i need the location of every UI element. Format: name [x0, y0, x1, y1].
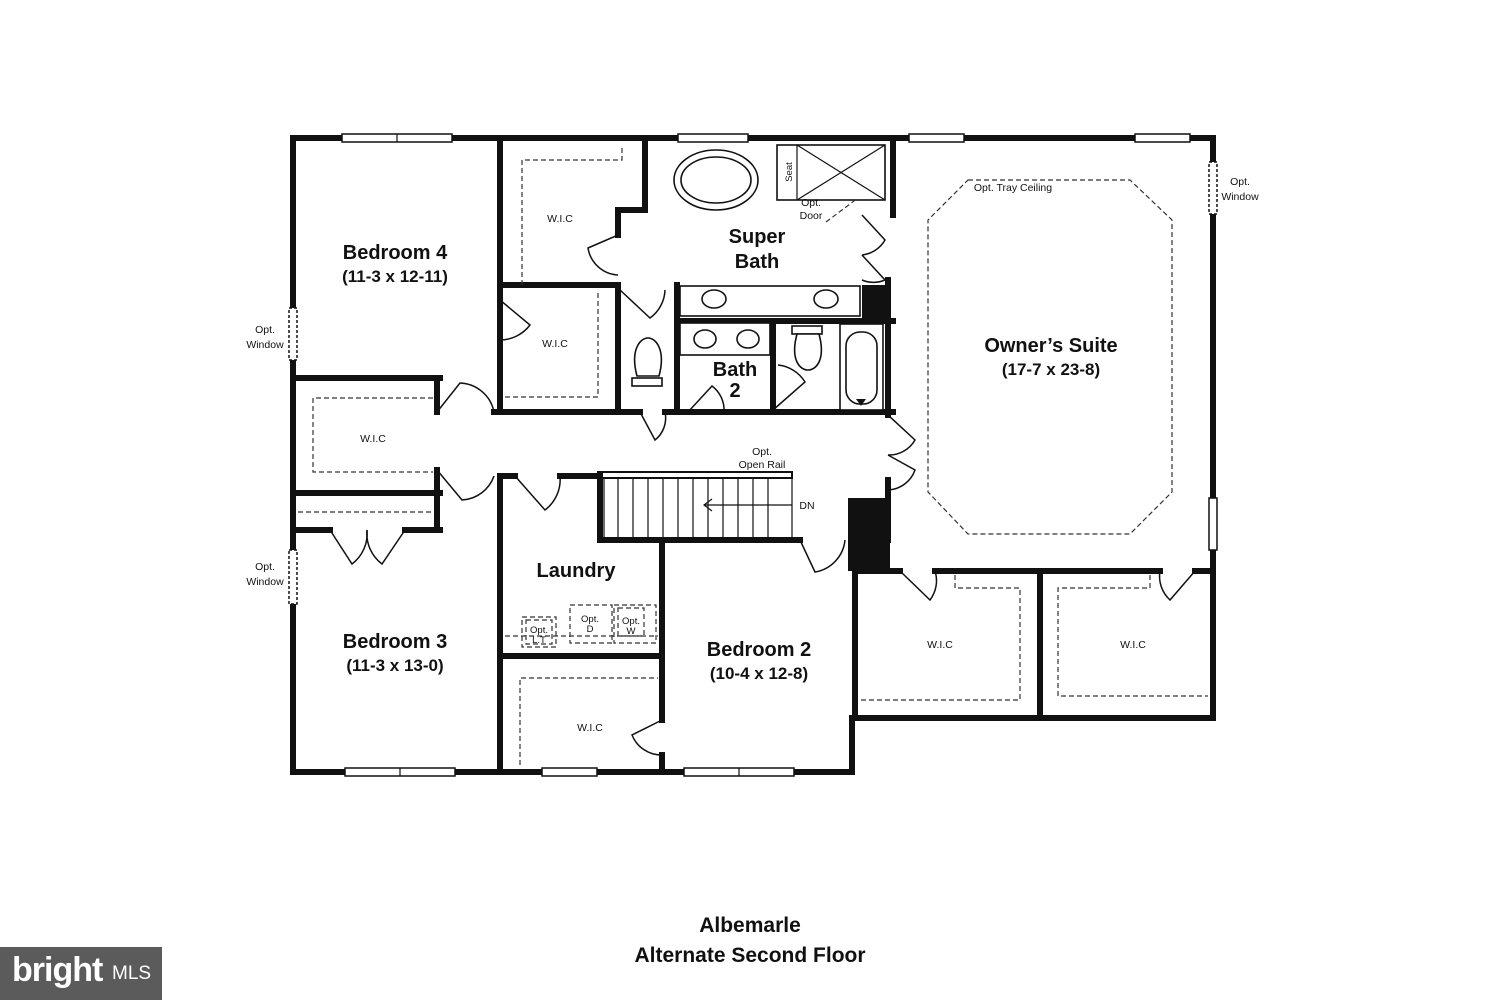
- owners-suite-name: Owner’s Suite: [984, 335, 1117, 357]
- wic-label: W.I.C: [360, 433, 386, 445]
- opt-label: Opt.: [530, 625, 548, 636]
- opt-label: Opt.: [1230, 176, 1250, 188]
- wic-label: W.I.C: [1120, 639, 1146, 651]
- bath2-line1: Bath: [713, 359, 757, 381]
- window-label: Window: [1221, 191, 1259, 203]
- wic-label: W.I.C: [927, 639, 953, 651]
- open-rail-label: Open Rail: [739, 459, 786, 471]
- closet-shelving: [298, 145, 1208, 765]
- seat-label: Seat: [784, 162, 795, 182]
- super-bath-line1: Super: [729, 226, 786, 248]
- interior-walls: [290, 135, 1216, 775]
- opt-label: Opt.: [752, 446, 772, 458]
- bath2-line2: 2: [729, 380, 740, 402]
- wic-label: W.I.C: [542, 338, 568, 350]
- opt-label: Opt.: [581, 614, 599, 625]
- tray-ceiling-outline: [927, 179, 1173, 535]
- window-label: Window: [246, 576, 284, 588]
- laundry-appliances: [521, 604, 657, 648]
- doors: [329, 214, 1196, 756]
- tray-ceiling-label: Opt. Tray Ceiling: [974, 182, 1052, 194]
- owners-suite-dims: (17-7 x 23-8): [1002, 360, 1100, 379]
- bedroom3-dims: (11-3 x 13-0): [346, 656, 443, 675]
- bedroom4-name: Bedroom 4: [343, 242, 448, 264]
- bedroom2-dims: (10-4 x 12-8): [710, 664, 808, 683]
- bath-fixtures: [631, 144, 886, 411]
- wic-label: W.I.C: [577, 722, 603, 734]
- opt-label: Opt.: [255, 561, 275, 573]
- plan-name: Albemarle: [699, 914, 801, 937]
- window-label: Window: [246, 339, 284, 351]
- logo-suffix: MLS: [112, 963, 152, 984]
- laundry-name: Laundry: [537, 560, 617, 582]
- door-label: Door: [800, 210, 823, 222]
- bedroom4-dims: (11-3 x 12-11): [342, 267, 448, 286]
- laundry-tub-label: L.T: [532, 635, 546, 646]
- bedroom2-name: Bedroom 2: [707, 639, 811, 661]
- logo-brand: bright: [12, 951, 103, 989]
- wic-label: W.I.C: [547, 213, 573, 225]
- floor-name: Alternate Second Floor: [634, 944, 866, 967]
- opt-label: Opt.: [255, 324, 275, 336]
- windows: [288, 133, 1218, 777]
- stair-down-label: DN: [799, 500, 814, 512]
- dryer-label: D: [587, 624, 594, 635]
- super-bath-line2: Bath: [735, 251, 779, 273]
- opt-label: Opt.: [801, 197, 821, 209]
- bedroom3-name: Bedroom 3: [343, 631, 447, 653]
- opt-label: Opt.: [622, 616, 640, 627]
- bright-mls-logo: bright MLS: [0, 947, 162, 1000]
- stair: [597, 471, 793, 539]
- washer-label: W: [627, 626, 636, 637]
